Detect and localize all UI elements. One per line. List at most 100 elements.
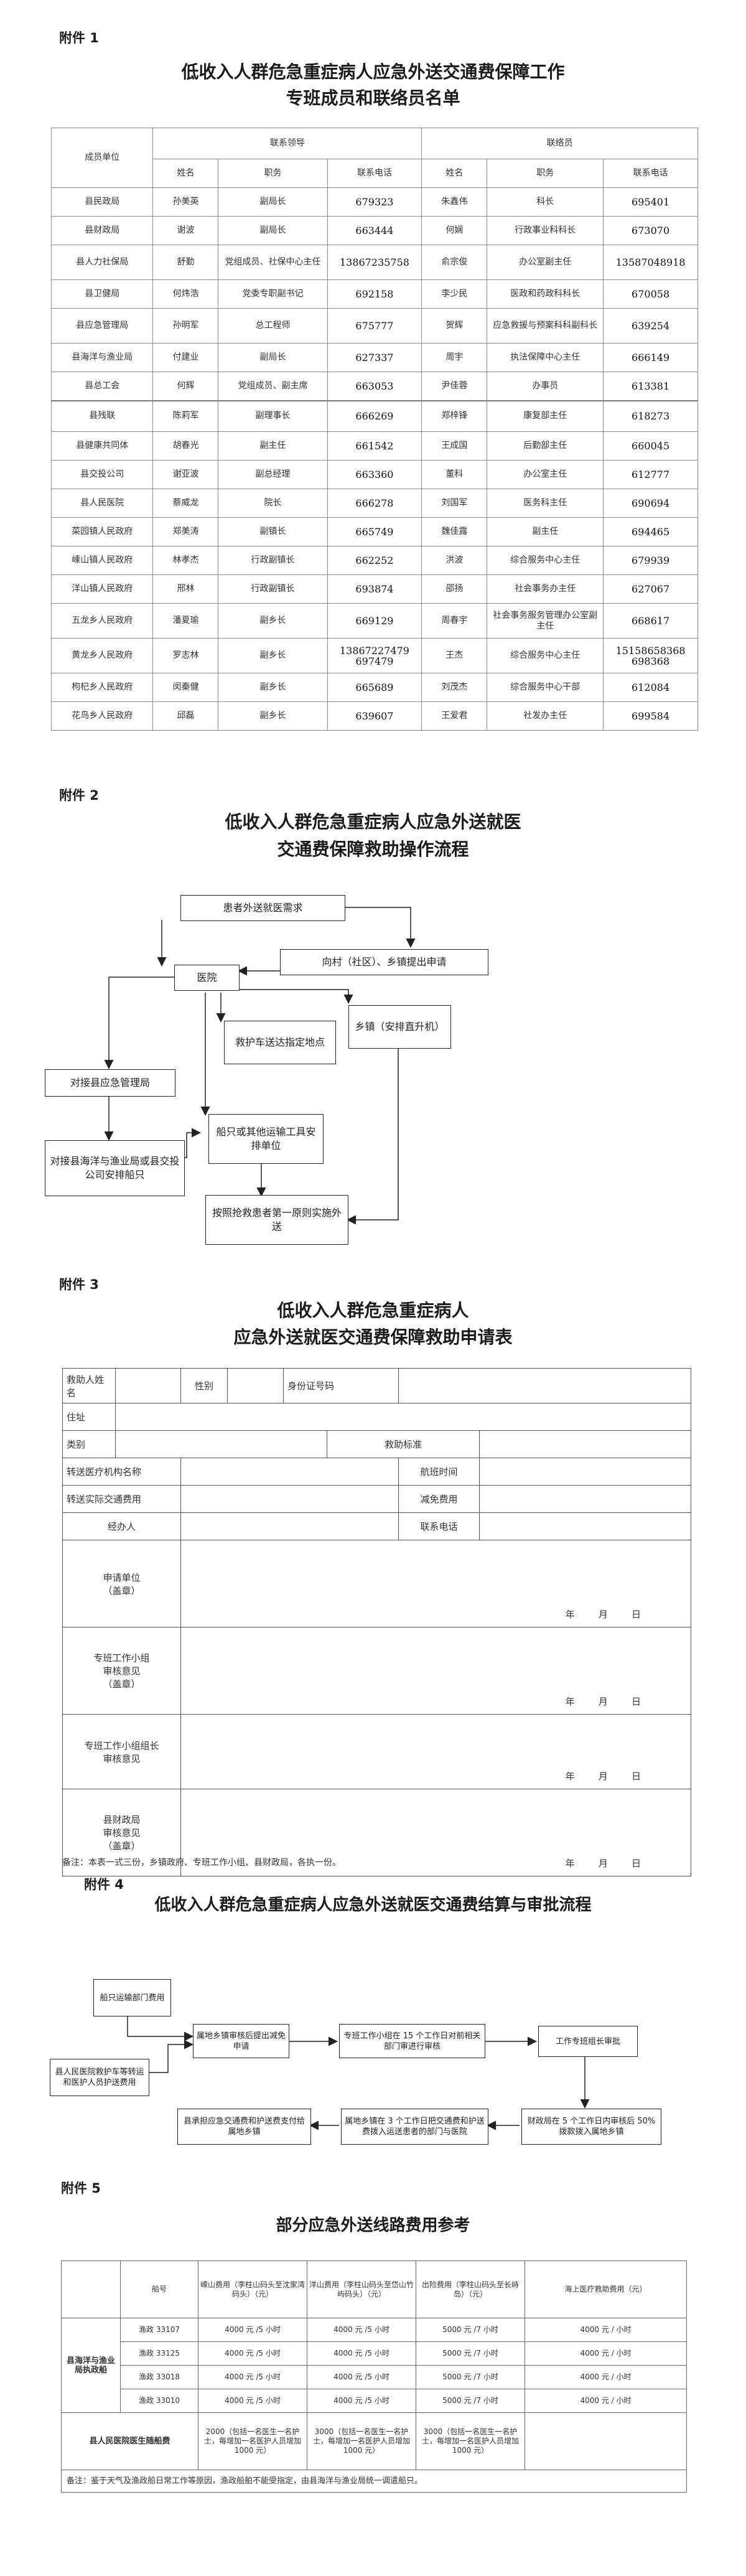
cell-leader-phone: 663053 bbox=[327, 372, 422, 401]
header-liaison-duty: 职务 bbox=[487, 159, 604, 188]
value-id-no[interactable] bbox=[398, 1368, 692, 1403]
node-hospital: 医院 bbox=[174, 965, 240, 991]
label-patient-name: 救助人姓名 bbox=[62, 1368, 116, 1403]
fee-header-blank bbox=[61, 2260, 121, 2318]
attachment-2-label: 附件 2 bbox=[59, 788, 99, 803]
cell-unit: 县残联 bbox=[50, 400, 154, 432]
date-apply-unit: 年 月 日 bbox=[180, 1540, 692, 1628]
cell-unit: 县财政局 bbox=[50, 216, 154, 245]
date-special-review: 年 月 日 bbox=[180, 1627, 692, 1715]
fee-cell: 4000 元 / 小时 bbox=[525, 2365, 687, 2389]
cell-leader-phone: 679323 bbox=[327, 187, 422, 217]
fee-cell: 渔政 33107 bbox=[120, 2318, 198, 2342]
cell-leader-phone: 627337 bbox=[327, 343, 422, 372]
attachment-2-title-line1: 低收入人群危急重症病人应急外送就医 bbox=[225, 812, 521, 832]
fee-note: 备注：鉴于天气及渔政船日常工作等原因，渔政船舶不能受指定，由县海洋与渔业局统一调… bbox=[61, 2470, 687, 2493]
node-fishery-bureau: 对接县海洋与渔业局或县交投公司安排船只 bbox=[45, 1140, 185, 1196]
fee-cell: 5000 元 /7 小时 bbox=[416, 2365, 525, 2389]
fee-cell: 4000 元 /5 小时 bbox=[307, 2318, 416, 2342]
fee-header-emergency: 出险费用（李柱山码头至长峙岛）（元） bbox=[416, 2260, 525, 2318]
attachment-1-title-line2: 专班成员和联络员名单 bbox=[286, 88, 460, 108]
cell-liaison-phone: 627067 bbox=[603, 574, 698, 604]
cell-liaison-phone: 666149 bbox=[603, 343, 698, 372]
fee-cell: 5000 元 /7 小时 bbox=[416, 2341, 525, 2366]
fee-cell: 4000 元 / 小时 bbox=[525, 2318, 687, 2342]
value-transfer-org[interactable] bbox=[180, 1458, 399, 1486]
cell-liaison-name: 魏佳露 bbox=[421, 517, 488, 546]
attachment-4-label: 附件 4 bbox=[84, 1877, 124, 1892]
fee-cell: 4000 元 / 小时 bbox=[525, 2389, 687, 2413]
cell-leader-phone: 669129 bbox=[327, 603, 422, 639]
node-principle: 按照抢救患者第一原则实施外送 bbox=[205, 1195, 348, 1245]
cell-unit: 花鸟乡人民政府 bbox=[50, 701, 154, 731]
fee-group-fishery: 县海洋与渔业局执政船 bbox=[61, 2318, 121, 2413]
cell-unit: 黄龙乡人民政府 bbox=[50, 638, 154, 673]
node-ship-unit: 船只或其他运输工具安排单位 bbox=[208, 1114, 324, 1164]
cell-liaison-name: 王成国 bbox=[421, 431, 488, 461]
cell-unit: 县应急管理局 bbox=[50, 308, 154, 344]
form-note: 备注：本表一式三份，乡镇政府、专班工作小组、县财政局，各执一份。 bbox=[62, 1858, 341, 1868]
cell-liaison-phone: 15158658368 698368 bbox=[603, 638, 698, 673]
cell-leader-duty: 副理事长 bbox=[218, 400, 328, 432]
value-patient-name[interactable] bbox=[115, 1368, 181, 1403]
fee-group-doctor: 县人民医院医生随船费 bbox=[61, 2412, 198, 2470]
cell-liaison-duty: 后勤部主任 bbox=[487, 431, 604, 461]
cell-unit: 县海洋与渔业局 bbox=[50, 343, 154, 372]
cell-liaison-phone: 612084 bbox=[603, 673, 698, 702]
cell-leader-duty: 副乡长 bbox=[218, 673, 328, 702]
value-standard[interactable] bbox=[479, 1430, 692, 1458]
header-leader-duty: 职务 bbox=[218, 159, 328, 188]
label-category: 类别 bbox=[62, 1430, 116, 1458]
cell-unit: 嵊山镇人民政府 bbox=[50, 546, 154, 575]
attachment-3-title-line1: 低收入人群危急重症病人 bbox=[277, 1300, 469, 1321]
fee-cell: 4000 元 /5 小时 bbox=[307, 2341, 416, 2366]
cell-liaison-name: 周春宇 bbox=[421, 603, 488, 639]
fee-cell: 4000 元 /5 小时 bbox=[198, 2318, 307, 2342]
label-gender: 性别 bbox=[180, 1368, 228, 1403]
cell-leader-phone: 13867227479 697479 bbox=[327, 638, 422, 673]
application-form: 救助人姓名 性别 身份证号码 住址 类别 救助标准 转送医疗机构名称 航班时间 … bbox=[62, 1368, 692, 1876]
fee-cell: 3000（包括一名医生一名护士，每增加一名医护人员增加 1000 元） bbox=[416, 2412, 525, 2470]
node-finance-fund: 财政局在 5 个工作日内审核后 50%拨款拨入属地乡镇 bbox=[521, 2109, 661, 2145]
fee-cell: 4000 元 /5 小时 bbox=[307, 2365, 416, 2389]
cell-liaison-phone: 690694 bbox=[603, 489, 698, 518]
cell-leader-duty: 副乡长 bbox=[218, 638, 328, 673]
attachment-3-title-line2: 应急外送就医交通费保障救助申请表 bbox=[233, 1327, 513, 1347]
cell-leader-phone: 662252 bbox=[327, 546, 422, 575]
label-transfer-org: 转送医疗机构名称 bbox=[62, 1458, 181, 1486]
cell-leader-name: 何辉 bbox=[152, 372, 219, 401]
cell-leader-duty: 总工程师 bbox=[218, 308, 328, 344]
fee-cell: 渔政 33010 bbox=[120, 2389, 198, 2413]
cell-leader-duty: 副乡长 bbox=[218, 701, 328, 731]
cell-liaison-name: 王杰 bbox=[421, 638, 488, 673]
header-leader-phone: 联系电话 bbox=[327, 159, 422, 188]
cell-leader-duty: 党组成员、副主席 bbox=[218, 372, 328, 401]
node-pay-units: 县承担应急交通费和护送费支付给属地乡镇 bbox=[177, 2109, 311, 2145]
node-ambulance: 救护车送达指定地点 bbox=[224, 1021, 336, 1064]
attachment-3-label: 附件 3 bbox=[59, 1277, 99, 1292]
cell-leader-phone: 639607 bbox=[327, 701, 422, 731]
cell-leader-duty: 副镇长 bbox=[218, 517, 328, 546]
cell-leader-duty: 党组成员、社保中心主任 bbox=[218, 245, 328, 280]
fee-cell: 渔政 33125 bbox=[120, 2341, 198, 2366]
label-contact: 联系电话 bbox=[398, 1512, 480, 1540]
cell-leader-duty: 副乡长 bbox=[218, 603, 328, 639]
node-town-helicopter: 乡镇（安排直升机） bbox=[348, 1005, 451, 1049]
label-finance-review: 县财政局 审核意见 （盖章） bbox=[62, 1789, 181, 1876]
cell-leader-duty: 党委专职副书记 bbox=[218, 279, 328, 309]
cell-leader-phone: 666278 bbox=[327, 489, 422, 518]
cell-liaison-name: 李少民 bbox=[421, 279, 488, 309]
fee-header-yangshan: 洋山费用（李柱山码头至岱山竹屿码头）（元） bbox=[307, 2260, 416, 2318]
member-table: 成员单位 联系领导 联络员 姓名 职务 联系电话 姓名 职务 联系电话 县民政局… bbox=[50, 128, 698, 731]
cell-leader-phone: 665749 bbox=[327, 517, 422, 546]
cell-liaison-duty: 综合服务中心干部 bbox=[487, 673, 604, 702]
cell-liaison-duty: 综合服务中心主任 bbox=[487, 638, 604, 673]
